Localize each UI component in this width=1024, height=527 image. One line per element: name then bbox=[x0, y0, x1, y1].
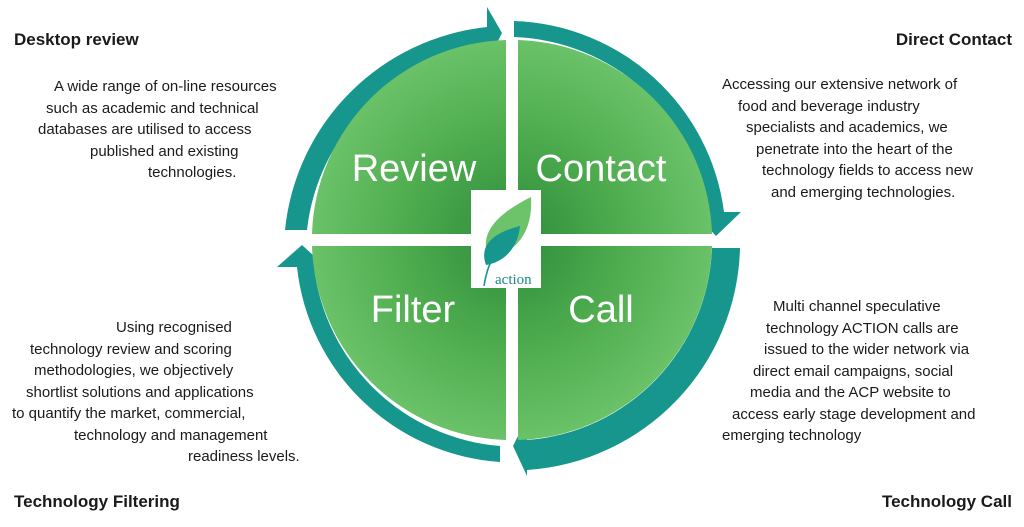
action-logo: action bbox=[471, 190, 541, 288]
quadrant-call bbox=[518, 246, 712, 440]
quadrant-label-call: Call bbox=[568, 289, 633, 331]
desc-line: penetrate into the heart of the bbox=[756, 140, 953, 158]
desc-line: Using recognised bbox=[116, 319, 232, 336]
heading-technology-call: Technology Call bbox=[881, 492, 1012, 511]
quadrant-contact bbox=[518, 40, 712, 234]
heading-technology-filtering: Technology Filtering bbox=[14, 492, 180, 511]
heading-desktop-review: Desktop review bbox=[14, 30, 139, 49]
desc-line: emerging technology bbox=[722, 427, 862, 444]
arrow-review bbox=[285, 7, 502, 230]
description-technology-filtering: Using recognised technology review and s… bbox=[0, 317, 300, 468]
heading-direct-contact: Direct Contact bbox=[895, 30, 1012, 49]
quadrant-filter bbox=[312, 246, 506, 440]
desc-line: A wide range of on-line resources bbox=[54, 78, 277, 95]
desc-line: access early stage development and bbox=[732, 405, 976, 423]
quadrant-disc bbox=[312, 40, 712, 440]
description-technology-call: Multi channel speculative technology ACT… bbox=[0, 296, 975, 447]
desc-line: to quantify the market, commercial, bbox=[12, 405, 246, 422]
desc-line: shortlist solutions and applications bbox=[26, 383, 254, 401]
desc-line: Multi channel speculative bbox=[773, 298, 941, 315]
desc-line: published and existing bbox=[90, 142, 239, 160]
desc-line: technologies. bbox=[148, 164, 237, 181]
desc-line: databases are utilised to access bbox=[38, 121, 252, 138]
desc-line: technology ACTION calls are bbox=[766, 319, 959, 337]
desc-line: such as academic and technical bbox=[46, 99, 259, 117]
arrow-filter bbox=[277, 245, 500, 462]
cycle-arrows bbox=[277, 7, 741, 476]
description-desktop-review: A wide range of on-line resources such a… bbox=[0, 76, 277, 184]
desc-line: and emerging technologies. bbox=[771, 183, 956, 201]
desc-line: food and beverage industry bbox=[738, 97, 920, 115]
desc-line: readiness levels. bbox=[188, 448, 300, 465]
desc-line: direct email campaigns, social bbox=[753, 362, 954, 380]
arrow-call bbox=[513, 248, 740, 476]
logo-text: action bbox=[495, 272, 532, 288]
desc-line: issued to the wider network via bbox=[764, 341, 970, 358]
desc-line: specialists and academics, we bbox=[746, 119, 948, 136]
quadrant-label-review: Review bbox=[352, 148, 477, 190]
desc-line: Accessing our extensive network of bbox=[722, 76, 958, 93]
desc-line: technology and management bbox=[74, 426, 268, 444]
quadrant-label-contact: Contact bbox=[536, 148, 667, 190]
desc-line: technology review and scoring bbox=[30, 340, 232, 358]
arrow-contact bbox=[514, 21, 741, 236]
quadrant-review bbox=[312, 40, 506, 234]
desc-line: methodologies, we objectively bbox=[34, 362, 234, 379]
description-direct-contact: Accessing our extensive network of food … bbox=[0, 74, 973, 203]
desc-line: media and the ACP website to bbox=[750, 384, 951, 401]
quadrant-label-filter: Filter bbox=[371, 289, 456, 331]
desc-line: technology fields to access new bbox=[762, 162, 973, 179]
